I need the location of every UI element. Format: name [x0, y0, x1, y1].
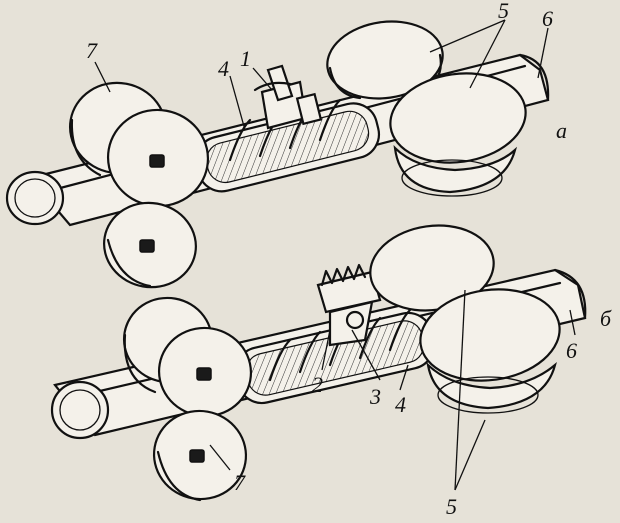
- wheel-pair-b: [369, 224, 561, 414]
- clamp-screw-a: [253, 64, 323, 130]
- label-part-5-top: 5: [498, 0, 509, 23]
- assembly-b: [50, 224, 587, 502]
- label-part-2: 2: [312, 372, 323, 397]
- label-variant-b: б: [600, 306, 612, 331]
- label-part-7-top: 7: [86, 38, 98, 63]
- label-part-7-bottom: 7: [234, 470, 246, 495]
- roller-pair-a: [68, 81, 210, 289]
- label-variant-a: а: [556, 118, 567, 143]
- assembly-a: [5, 20, 550, 289]
- pipe-a-end: [518, 53, 550, 102]
- label-part-1: 1: [240, 46, 251, 71]
- wheel-a-lower: [389, 72, 527, 164]
- label-part-4-top: 4: [218, 56, 229, 81]
- label-part-6-bottom: 6: [566, 338, 577, 363]
- leader-lines: [94, 19, 576, 491]
- label-part-4-bottom: 4: [395, 392, 406, 417]
- roller-pair-b: [122, 296, 253, 502]
- label-part-5-bottom: 5: [446, 494, 457, 519]
- wheel-b-lower: [419, 288, 561, 382]
- label-part-6-top: 6: [542, 6, 553, 31]
- wheel-a-upper: [326, 20, 444, 100]
- comb-clamp-b: [316, 263, 382, 347]
- label-part-3: 3: [369, 384, 381, 409]
- wheel-pair-a: [326, 20, 527, 197]
